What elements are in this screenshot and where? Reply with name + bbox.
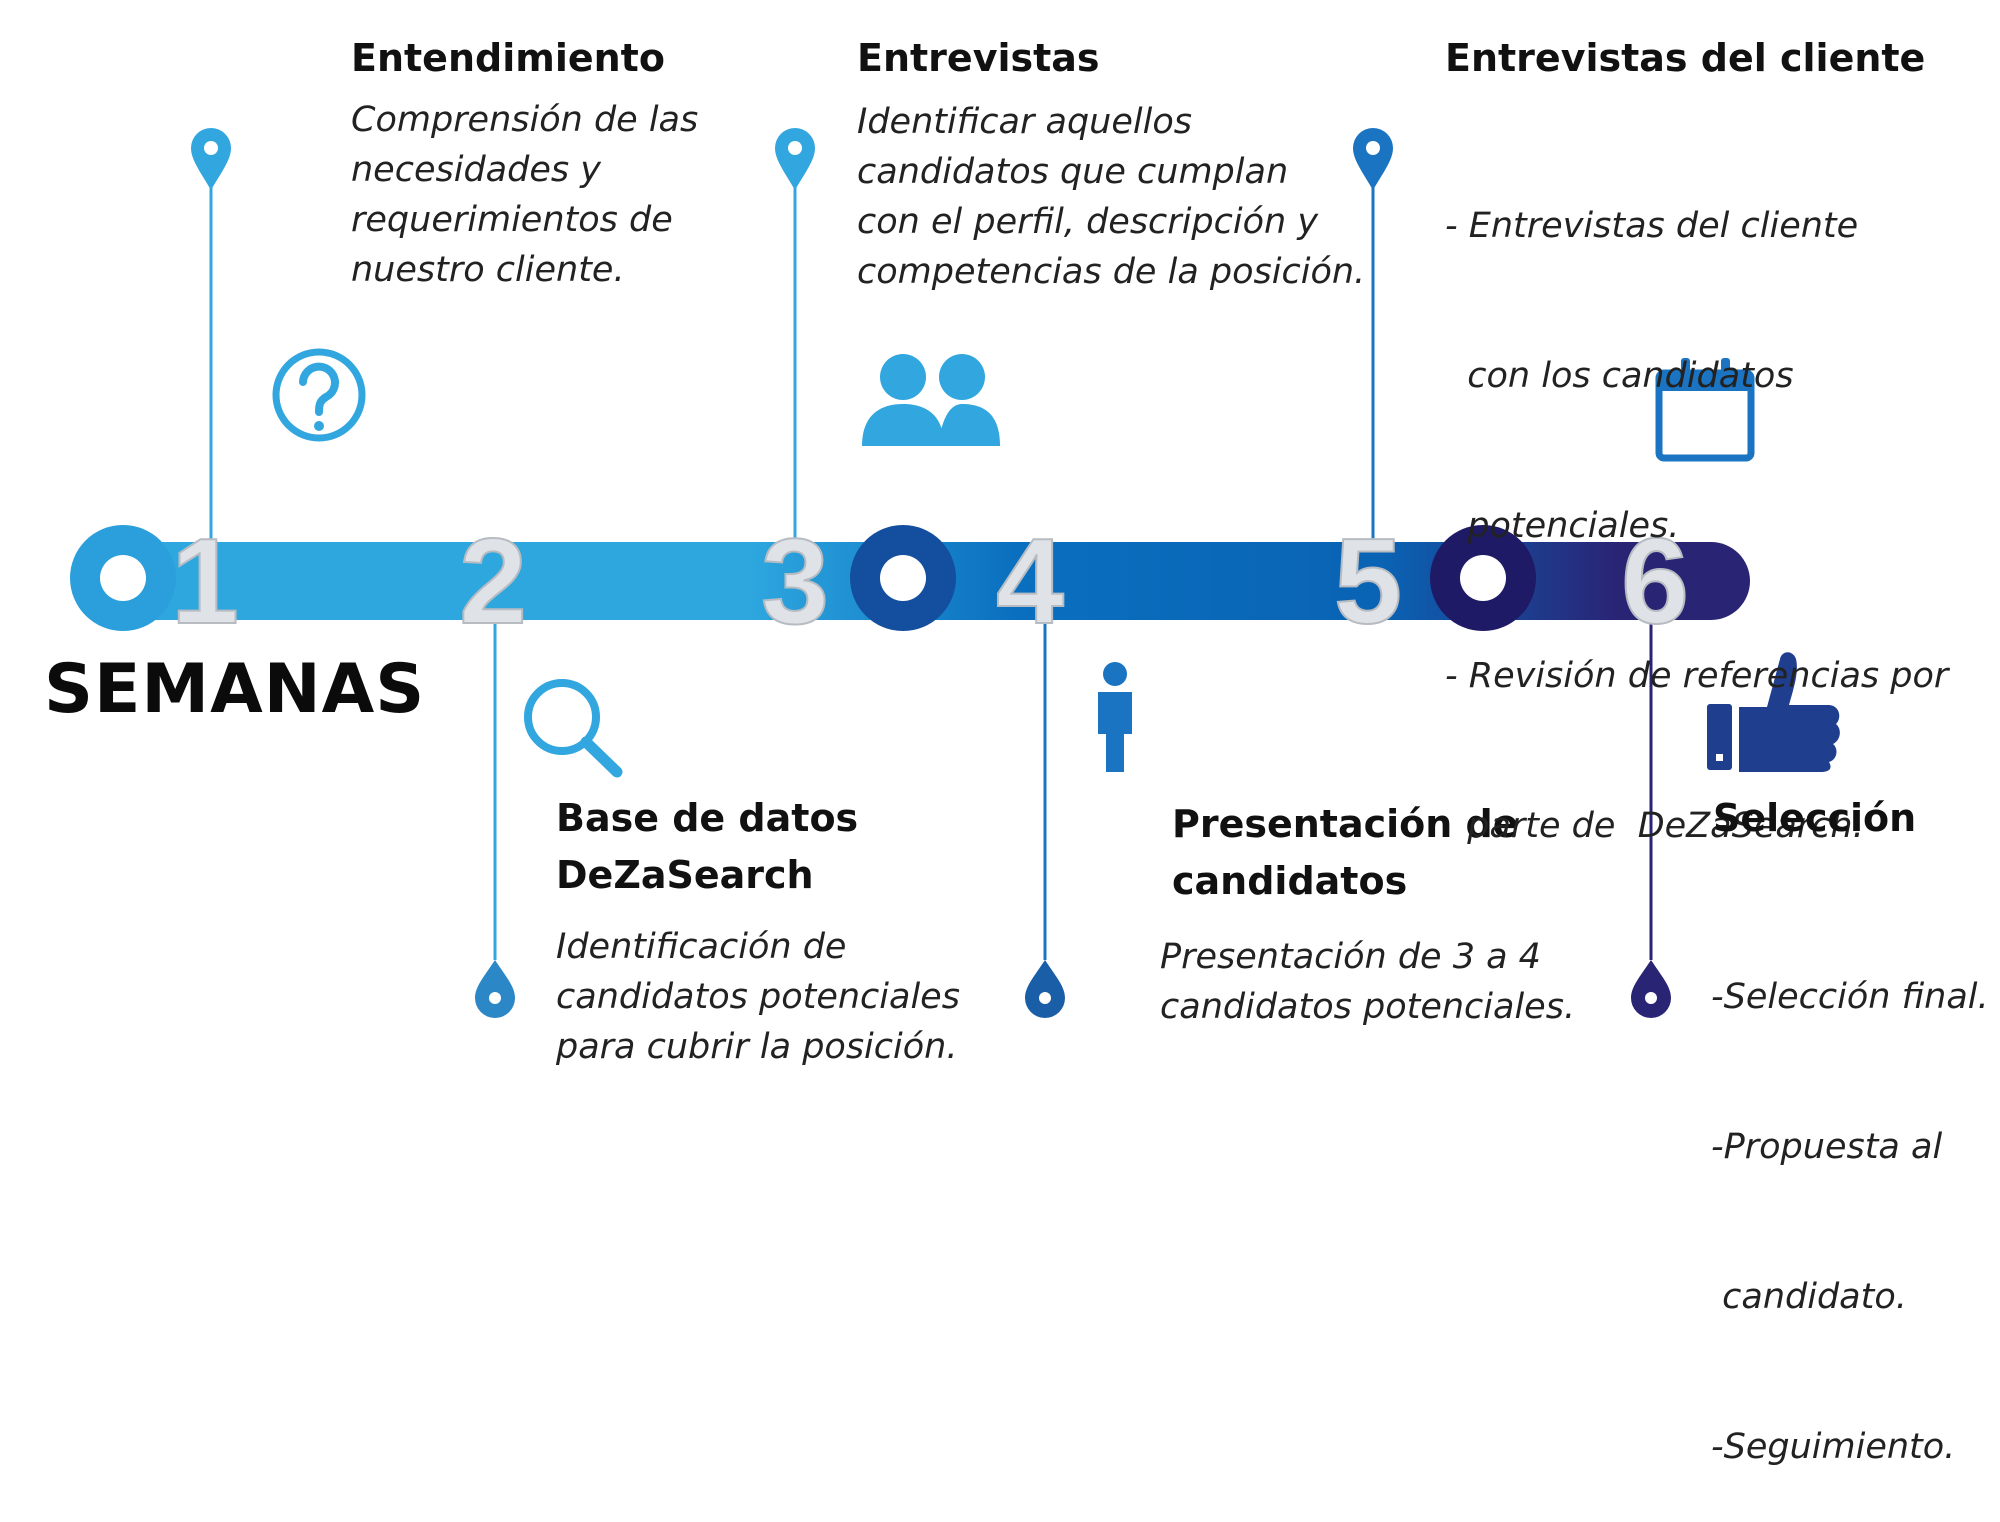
person-icon xyxy=(1098,662,1132,772)
timeline-diagram: 1 2 3 4 5 6 xyxy=(70,128,1840,1018)
drop-marker-icon-2 xyxy=(475,960,515,1018)
step-2-description: Identificación de candidatos potenciales… xyxy=(556,927,960,1067)
drop-marker-icon-4 xyxy=(1025,960,1065,1018)
step-6-title: Selección xyxy=(1713,796,1917,840)
step-number-2: 2 xyxy=(459,513,527,649)
drop-marker-icon-6 xyxy=(1631,960,1671,1018)
map-pin-icon-5 xyxy=(1353,128,1393,190)
step-3-title: Entrevistas xyxy=(857,36,1100,80)
step-5-title: Entrevistas del cliente xyxy=(1445,36,1926,80)
step-number-5: 5 xyxy=(1334,513,1402,649)
magnifier-icon xyxy=(524,679,623,778)
step-1-description: Comprensión de las necesidades y requeri… xyxy=(351,100,699,290)
timeline-node-middle xyxy=(850,525,956,631)
step-number-4: 4 xyxy=(996,513,1064,649)
step-1-title: Entendimiento xyxy=(351,36,665,80)
calendar-icon xyxy=(1655,358,1755,462)
step-number-1: 1 xyxy=(171,513,239,649)
step-4-description: Presentación de 3 a 4 candidatos potenci… xyxy=(1160,937,1576,1027)
step-6-description: -Selección final. -Propuesta al candidat… xyxy=(1711,977,1989,1467)
step-5-description: - Entrevistas del cliente con los candid… xyxy=(1445,206,1949,846)
question-icon xyxy=(272,348,366,442)
semanas-label: SEMANAS xyxy=(44,650,426,729)
timeline-node-end xyxy=(1430,525,1536,631)
thumbs-up-icon xyxy=(1707,652,1840,772)
step-2-title: Base de datos DeZaSearch xyxy=(556,796,859,897)
step-4-title: Presentación de candidatos xyxy=(1172,802,1519,903)
timeline-node-start xyxy=(70,525,176,631)
map-pin-icon-1 xyxy=(191,128,231,190)
map-pin-icon-3 xyxy=(775,128,815,190)
step-3-description: Identificar aquellos candidatos que cump… xyxy=(857,102,1366,292)
people-icon xyxy=(862,354,1000,446)
step-number-3: 3 xyxy=(761,513,829,649)
step-number-6: 6 xyxy=(1621,513,1689,649)
